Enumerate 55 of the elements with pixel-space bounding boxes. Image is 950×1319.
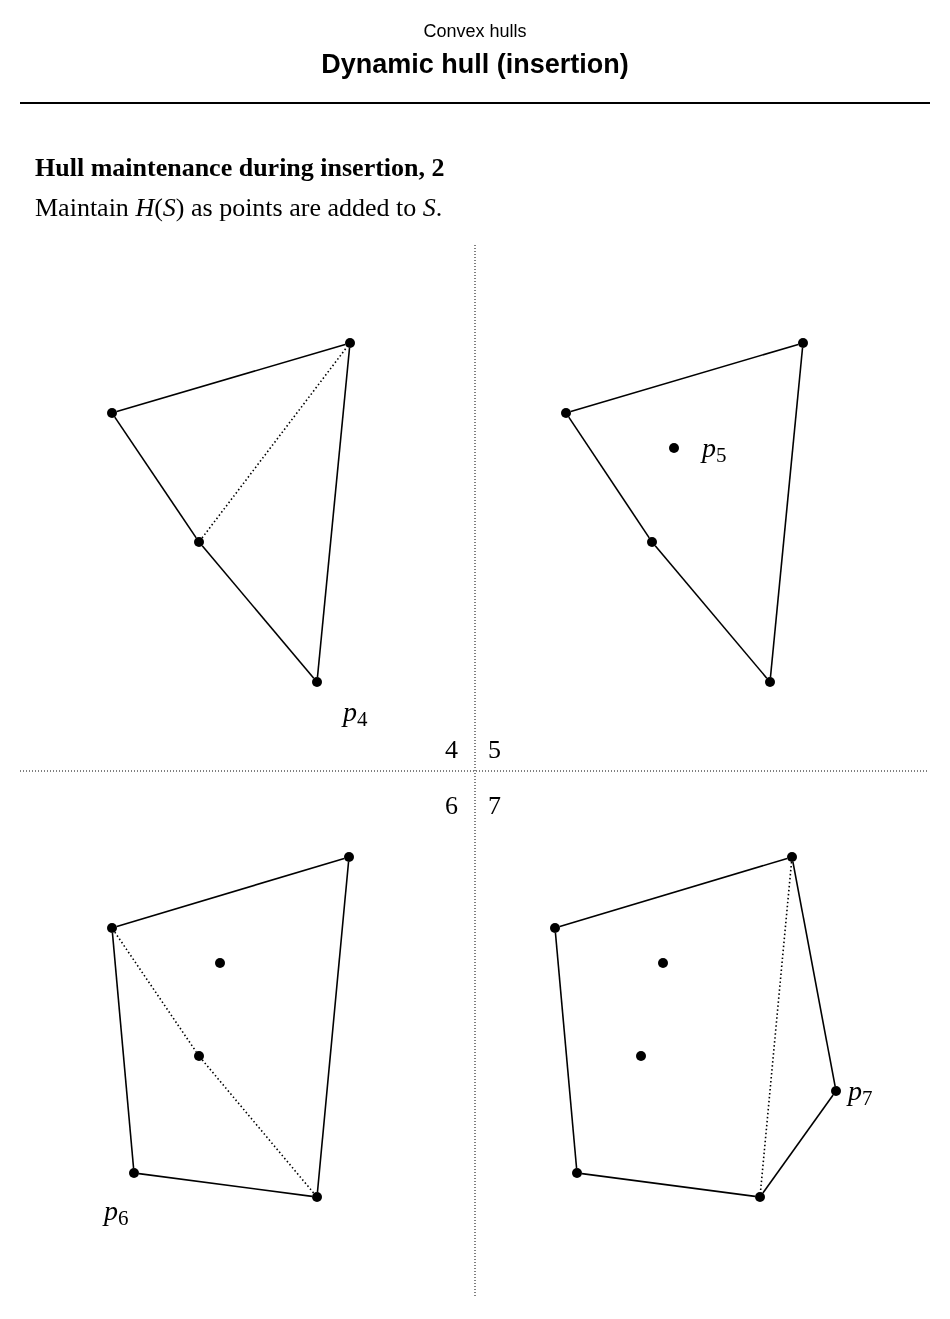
point-label: p$_{7}$ bbox=[848, 1077, 873, 1105]
hull-edge bbox=[769, 347, 804, 678]
hull-edge bbox=[567, 416, 651, 539]
hull-edge bbox=[559, 857, 788, 928]
point bbox=[669, 443, 679, 453]
dotted-segment bbox=[201, 346, 348, 539]
point bbox=[831, 1086, 841, 1096]
hull-edge bbox=[570, 343, 799, 413]
point bbox=[344, 852, 354, 862]
point bbox=[658, 958, 668, 968]
dotted-segment bbox=[759, 861, 793, 1193]
panel-number: 6 bbox=[445, 790, 458, 822]
point-label: p$_{6}$ bbox=[104, 1197, 129, 1225]
point bbox=[215, 958, 225, 968]
slide-description: Maintain H(S) as points are added to S. bbox=[35, 192, 443, 224]
point bbox=[194, 1051, 204, 1061]
section-heading: Convex hulls bbox=[422, 20, 528, 43]
hull-edge bbox=[116, 857, 345, 928]
point bbox=[312, 1192, 322, 1202]
hull-edge bbox=[581, 1172, 756, 1198]
point bbox=[765, 677, 775, 687]
hull-edge bbox=[316, 347, 351, 678]
hull-edge bbox=[654, 545, 768, 679]
point bbox=[129, 1168, 139, 1178]
point bbox=[312, 677, 322, 687]
panel-number: 5 bbox=[488, 734, 501, 766]
point bbox=[755, 1192, 765, 1202]
dotted-segment bbox=[114, 931, 197, 1053]
point bbox=[107, 408, 117, 418]
slide-heading: Hull maintenance during insertion, 2 bbox=[35, 152, 445, 184]
hull-edge bbox=[114, 416, 197, 539]
point bbox=[345, 338, 355, 348]
hull-edge bbox=[762, 1094, 834, 1194]
point bbox=[798, 338, 808, 348]
slide-title: Dynamic hull (insertion) bbox=[320, 48, 630, 81]
point bbox=[636, 1051, 646, 1061]
point bbox=[194, 537, 204, 547]
point bbox=[550, 923, 560, 933]
point bbox=[561, 408, 571, 418]
panel-number: 7 bbox=[488, 790, 501, 822]
point-label: p$_{5}$ bbox=[702, 434, 727, 462]
point-label: p$_{4}$ bbox=[343, 698, 368, 726]
dotted-segment bbox=[201, 1059, 315, 1194]
point bbox=[787, 852, 797, 862]
hull-edge bbox=[111, 932, 135, 1169]
hull-edge bbox=[138, 1172, 313, 1198]
point bbox=[107, 923, 117, 933]
hull-edge bbox=[792, 861, 836, 1087]
hull-edge bbox=[201, 545, 315, 679]
hull-edge bbox=[116, 343, 346, 413]
panel-number: 4 bbox=[445, 734, 458, 766]
point bbox=[572, 1168, 582, 1178]
hull-edge bbox=[316, 861, 350, 1193]
point bbox=[647, 537, 657, 547]
hull-edge bbox=[554, 932, 578, 1169]
